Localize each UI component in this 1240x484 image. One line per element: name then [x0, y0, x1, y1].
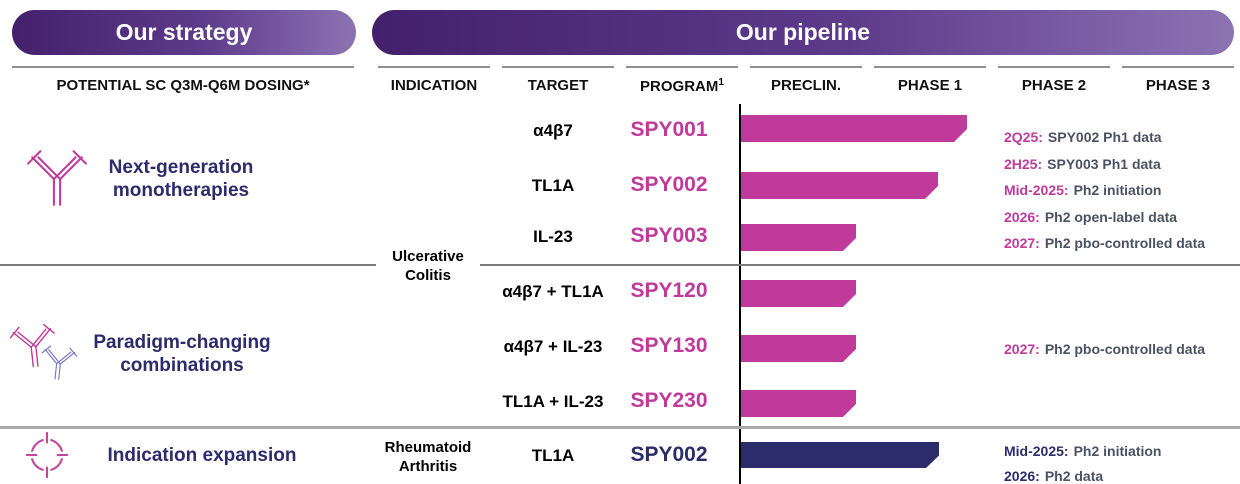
milestone-text: Ph2 initiation	[1073, 182, 1162, 198]
milestone-line: Mid-2025:Ph2 initiation	[1004, 439, 1161, 464]
indication-line: Arthritis	[398, 458, 458, 475]
dual-antibody-icon	[9, 322, 84, 389]
indication-line: Colitis	[405, 267, 451, 284]
indication-line: Ulcerative	[392, 248, 464, 265]
milestone-text: Ph2 pbo-controlled data	[1044, 341, 1206, 357]
milestone-line: 2Q25:SPY002 Ph1 data	[1004, 124, 1205, 151]
dosing-column-header: POTENTIAL SC Q3M-Q6M DOSING*	[12, 66, 354, 94]
target-label: IL-23	[533, 227, 573, 246]
program-label: SPY002	[630, 173, 708, 196]
program-label: SPY130	[630, 334, 708, 357]
pipeline-bar	[741, 335, 856, 362]
preclin-axis-line	[739, 104, 741, 484]
target-column-header: TARGET	[502, 66, 614, 94]
pipeline-bar	[741, 172, 938, 199]
pipeline-bar	[741, 115, 967, 142]
phase1-column-header: PHASE 1	[874, 66, 986, 94]
target-label: TL1A	[531, 446, 575, 465]
section-label-combinations: Paradigm-changing combinations	[82, 331, 282, 377]
program-footnote-marker: 1	[718, 77, 724, 88]
milestone-line: Mid-2025:Ph2 initiation	[1004, 177, 1205, 204]
milestone-date: Mid-2025:	[1004, 182, 1069, 198]
milestone-date: 2026:	[1004, 468, 1040, 484]
preclin-column-header: PRECLIN.	[750, 66, 862, 94]
milestone-text: Ph2 data	[1044, 468, 1104, 484]
section-label-monotherapies: Next-generation monotherapies	[81, 156, 281, 202]
target-label: α4β7 + IL-23	[503, 337, 603, 356]
milestone-date: 2026:	[1004, 208, 1040, 225]
annotations-combinations: 2027:Ph2 pbo-controlled data	[1004, 336, 1205, 363]
section-label-line: monotherapies	[112, 180, 250, 201]
target-reticle-icon	[16, 430, 78, 484]
phase3-column-header: PHASE 3	[1122, 66, 1234, 94]
milestone-line: 2026:Ph2 data	[1004, 464, 1161, 484]
section-divider-2	[0, 426, 1240, 429]
pipeline-bar	[741, 390, 856, 417]
phase2-column-header: PHASE 2	[998, 66, 1110, 94]
milestone-text: SPY003 Ph1 data	[1047, 155, 1161, 172]
pipeline-banner: Our pipeline	[372, 10, 1234, 55]
milestone-line: 2026:Ph2 open-label data	[1004, 204, 1205, 231]
target-label: α4β7	[533, 121, 573, 140]
target-label: α4β7 + TL1A	[502, 282, 604, 301]
milestone-line: 2027:Ph2 pbo-controlled data	[1004, 336, 1205, 363]
milestone-date: 2Q25:	[1004, 129, 1043, 145]
strategy-banner-label: Our strategy	[115, 19, 253, 45]
program-label: SPY001	[630, 118, 708, 141]
section-label-line: Next-generation	[108, 157, 254, 178]
indication-column-header: INDICATION	[378, 66, 490, 94]
target-label: TL1A	[531, 176, 575, 195]
section-label-line: combinations	[120, 355, 244, 376]
pipeline-bar	[741, 280, 856, 307]
program-label: SPY003	[630, 224, 708, 247]
pipeline-bar	[741, 442, 939, 468]
milestone-text: Ph2 pbo-controlled data	[1044, 235, 1206, 251]
target-label: TL1A + IL-23	[502, 392, 604, 411]
milestone-date: 2027:	[1004, 341, 1040, 357]
program-label: SPY002	[630, 443, 708, 466]
section-label-expansion: Indication expansion	[107, 445, 297, 466]
section-label-line: Paradigm-changing	[93, 332, 271, 353]
milestone-line: 2H25:SPY003 Ph1 data	[1004, 151, 1205, 178]
milestone-date: Mid-2025:	[1004, 443, 1069, 459]
program-column-label: PROGRAM	[640, 78, 719, 95]
milestone-text: SPY002 Ph1 data	[1047, 129, 1162, 145]
annotations-expansion: Mid-2025:Ph2 initiation 2026:Ph2 data	[1004, 439, 1161, 484]
pipeline-banner-label: Our pipeline	[735, 19, 871, 45]
annotations-monotherapies: 2Q25:SPY002 Ph1 data 2H25:SPY003 Ph1 dat…	[1004, 124, 1205, 257]
indication-rheumatoid-arthritis: Rheumatoid Arthritis	[374, 438, 482, 476]
indication-ulcerative-colitis: Ulcerative Colitis	[376, 245, 480, 287]
pipeline-bar	[741, 224, 856, 251]
indication-line: Rheumatoid	[384, 439, 472, 456]
milestone-text: Ph2 open-label data	[1044, 208, 1178, 225]
strategy-banner: Our strategy	[12, 10, 356, 55]
program-label: SPY230	[630, 389, 708, 412]
milestone-date: 2H25:	[1004, 155, 1043, 172]
milestone-line: 2027:Ph2 pbo-controlled data	[1004, 230, 1205, 257]
section-divider-1	[0, 264, 1240, 266]
program-label: SPY120	[630, 279, 708, 302]
milestone-text: Ph2 initiation	[1073, 443, 1162, 459]
milestone-date: 2027:	[1004, 235, 1040, 251]
program-column-header: PROGRAM1	[626, 66, 738, 95]
antibody-icon	[26, 146, 88, 213]
